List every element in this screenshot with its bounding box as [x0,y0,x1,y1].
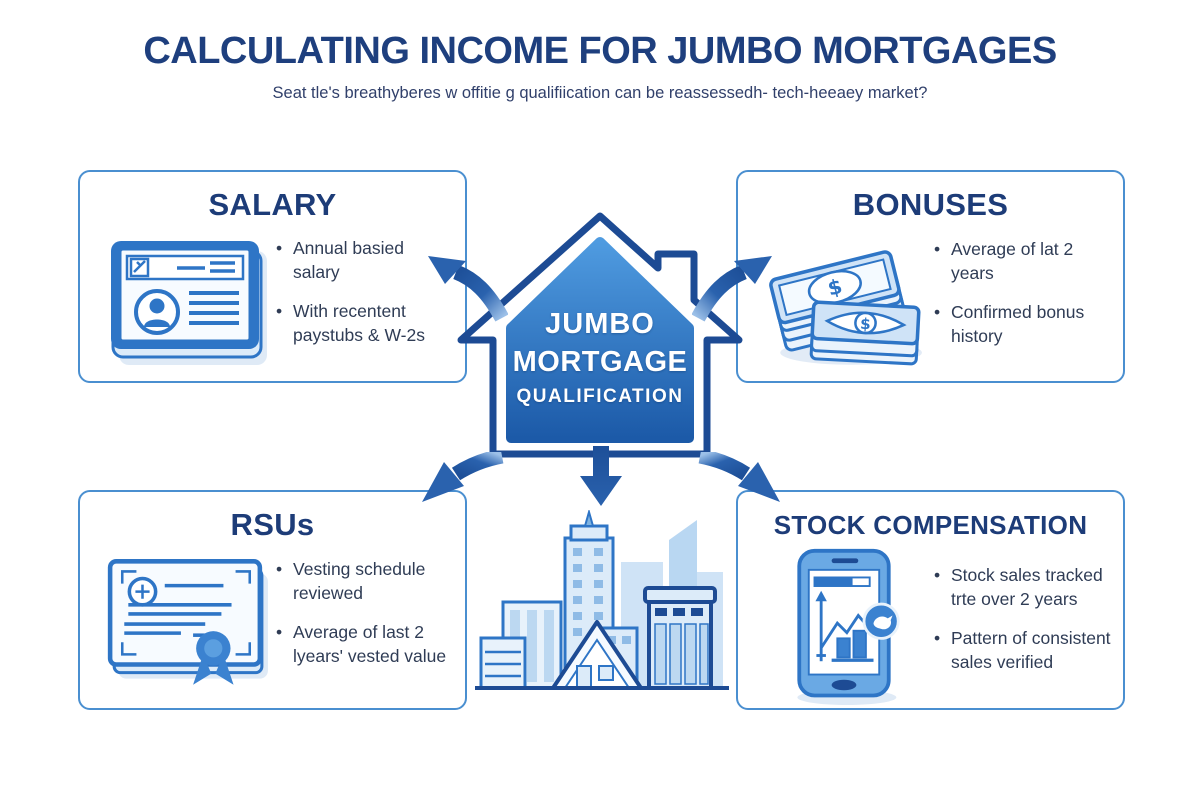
stock-bullets: Stock sales tracked trte over 2 years Pa… [934,563,1111,690]
arrow-up-left-icon [428,256,508,322]
rsus-bullet: Vesting schedule reviewed [276,557,453,605]
salary-bullet: With recentent paystubs & W-2s [276,299,453,347]
house-label-line1: JUMBO [545,308,655,340]
paycheck-icon [96,229,276,369]
house-label: JUMBO MORTGAGE QUALIFICATION [453,308,747,408]
page-subtitle: Seat tle's breathyberes w offitie g qual… [272,84,928,102]
house-label-line3: QUALIFICATION [516,386,684,407]
rsus-box: RSUs [78,490,467,710]
arrow-up-right-icon [692,256,772,322]
page-title: CALCULATING INCOME FOR JUMBO MORTGAGES [143,30,1057,72]
bonuses-bullet: Average of lat 2 years [934,237,1111,285]
stock-box-title: STOCK COMPENSATION [773,510,1088,540]
bonuses-box-title: BONUSES [852,187,1009,222]
salary-bullets: Annual basied salary With recentent pays… [276,236,453,363]
svg-text:$: $ [860,315,871,334]
arrow-down-right-icon [698,452,780,502]
stock-compensation-box: STOCK COMPENSATION [736,490,1125,710]
salary-bullet: Annual basied salary [276,236,453,284]
bonuses-box: BONUSES $ [736,170,1125,383]
svg-text:$: $ [825,274,844,301]
salary-box-title: SALARY [208,187,337,222]
salary-box: SALARY [78,170,467,383]
phone-chart-icon [754,547,934,705]
certificate-icon [96,549,276,691]
arrow-down-icon [580,446,622,506]
stock-bullet: Pattern of consistent sales verified [934,626,1111,674]
money-stack-icon: $ $ [754,229,934,371]
stock-bullet: Stock sales tracked trte over 2 years [934,563,1111,611]
rsus-box-title: RSUs [230,507,315,542]
bonuses-bullet: Confirmed bonus history [934,300,1111,348]
rsus-bullets: Vesting schedule reviewed Average of las… [276,557,453,684]
bonuses-bullets: Average of lat 2 years Confirmed bonus h… [934,237,1111,364]
house-icon: JUMBO MORTGAGE QUALIFICATION [453,210,747,468]
house-label-line2: MORTGAGE [512,346,688,378]
rsus-bullet: Average of last 2 lyears' vested value [276,620,453,668]
city-skyline-illustration [473,508,731,692]
arrow-down-left-icon [422,452,504,502]
